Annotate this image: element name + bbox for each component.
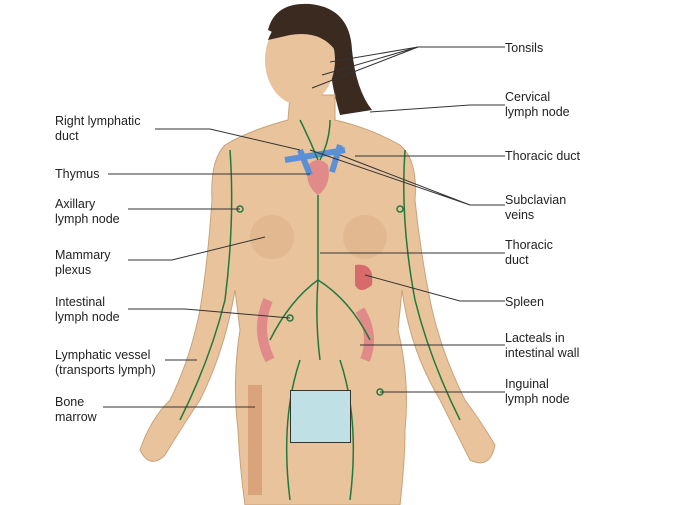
label-inguinal-lymph-node: Inguinal lymph node — [505, 377, 570, 406]
label-intestinal-lymph-node: Intestinal lymph node — [55, 295, 120, 324]
label-right-lymphatic-duct: Right lymphatic duct — [55, 114, 141, 143]
label-lymphatic-vessel: Lymphatic vessel (transports lymph) — [55, 348, 156, 377]
label-bone-marrow: Bone marrow — [55, 395, 97, 424]
label-thoracic-duct-lower: Thoracic duct — [505, 238, 553, 267]
label-cervical-lymph-node: Cervical lymph node — [505, 90, 570, 119]
breast-right — [250, 215, 294, 259]
bone-marrow-femur — [248, 385, 262, 495]
label-axillary-lymph-node: Axillary lymph node — [55, 197, 120, 226]
label-thoracic-duct-upper: Thoracic duct — [505, 149, 581, 163]
leader-lines — [103, 46, 505, 408]
label-spleen: Spleen — [505, 295, 544, 309]
cover-box — [290, 390, 351, 443]
head — [265, 15, 335, 105]
hair-top — [268, 9, 336, 50]
spleen-organ — [355, 264, 373, 290]
label-lacteals: Lacteals in intestinal wall — [505, 331, 580, 360]
thymus-organ — [307, 160, 329, 195]
label-subclavian-veins: Subclavian veins — [505, 193, 567, 222]
label-mammary-plexus: Mammary plexus — [55, 248, 111, 277]
intestine — [256, 298, 374, 363]
label-tonsils: Tonsils — [505, 41, 544, 55]
label-thymus: Thymus — [55, 167, 100, 181]
breast-left — [343, 215, 387, 259]
lymph-vessels — [179, 119, 461, 501]
